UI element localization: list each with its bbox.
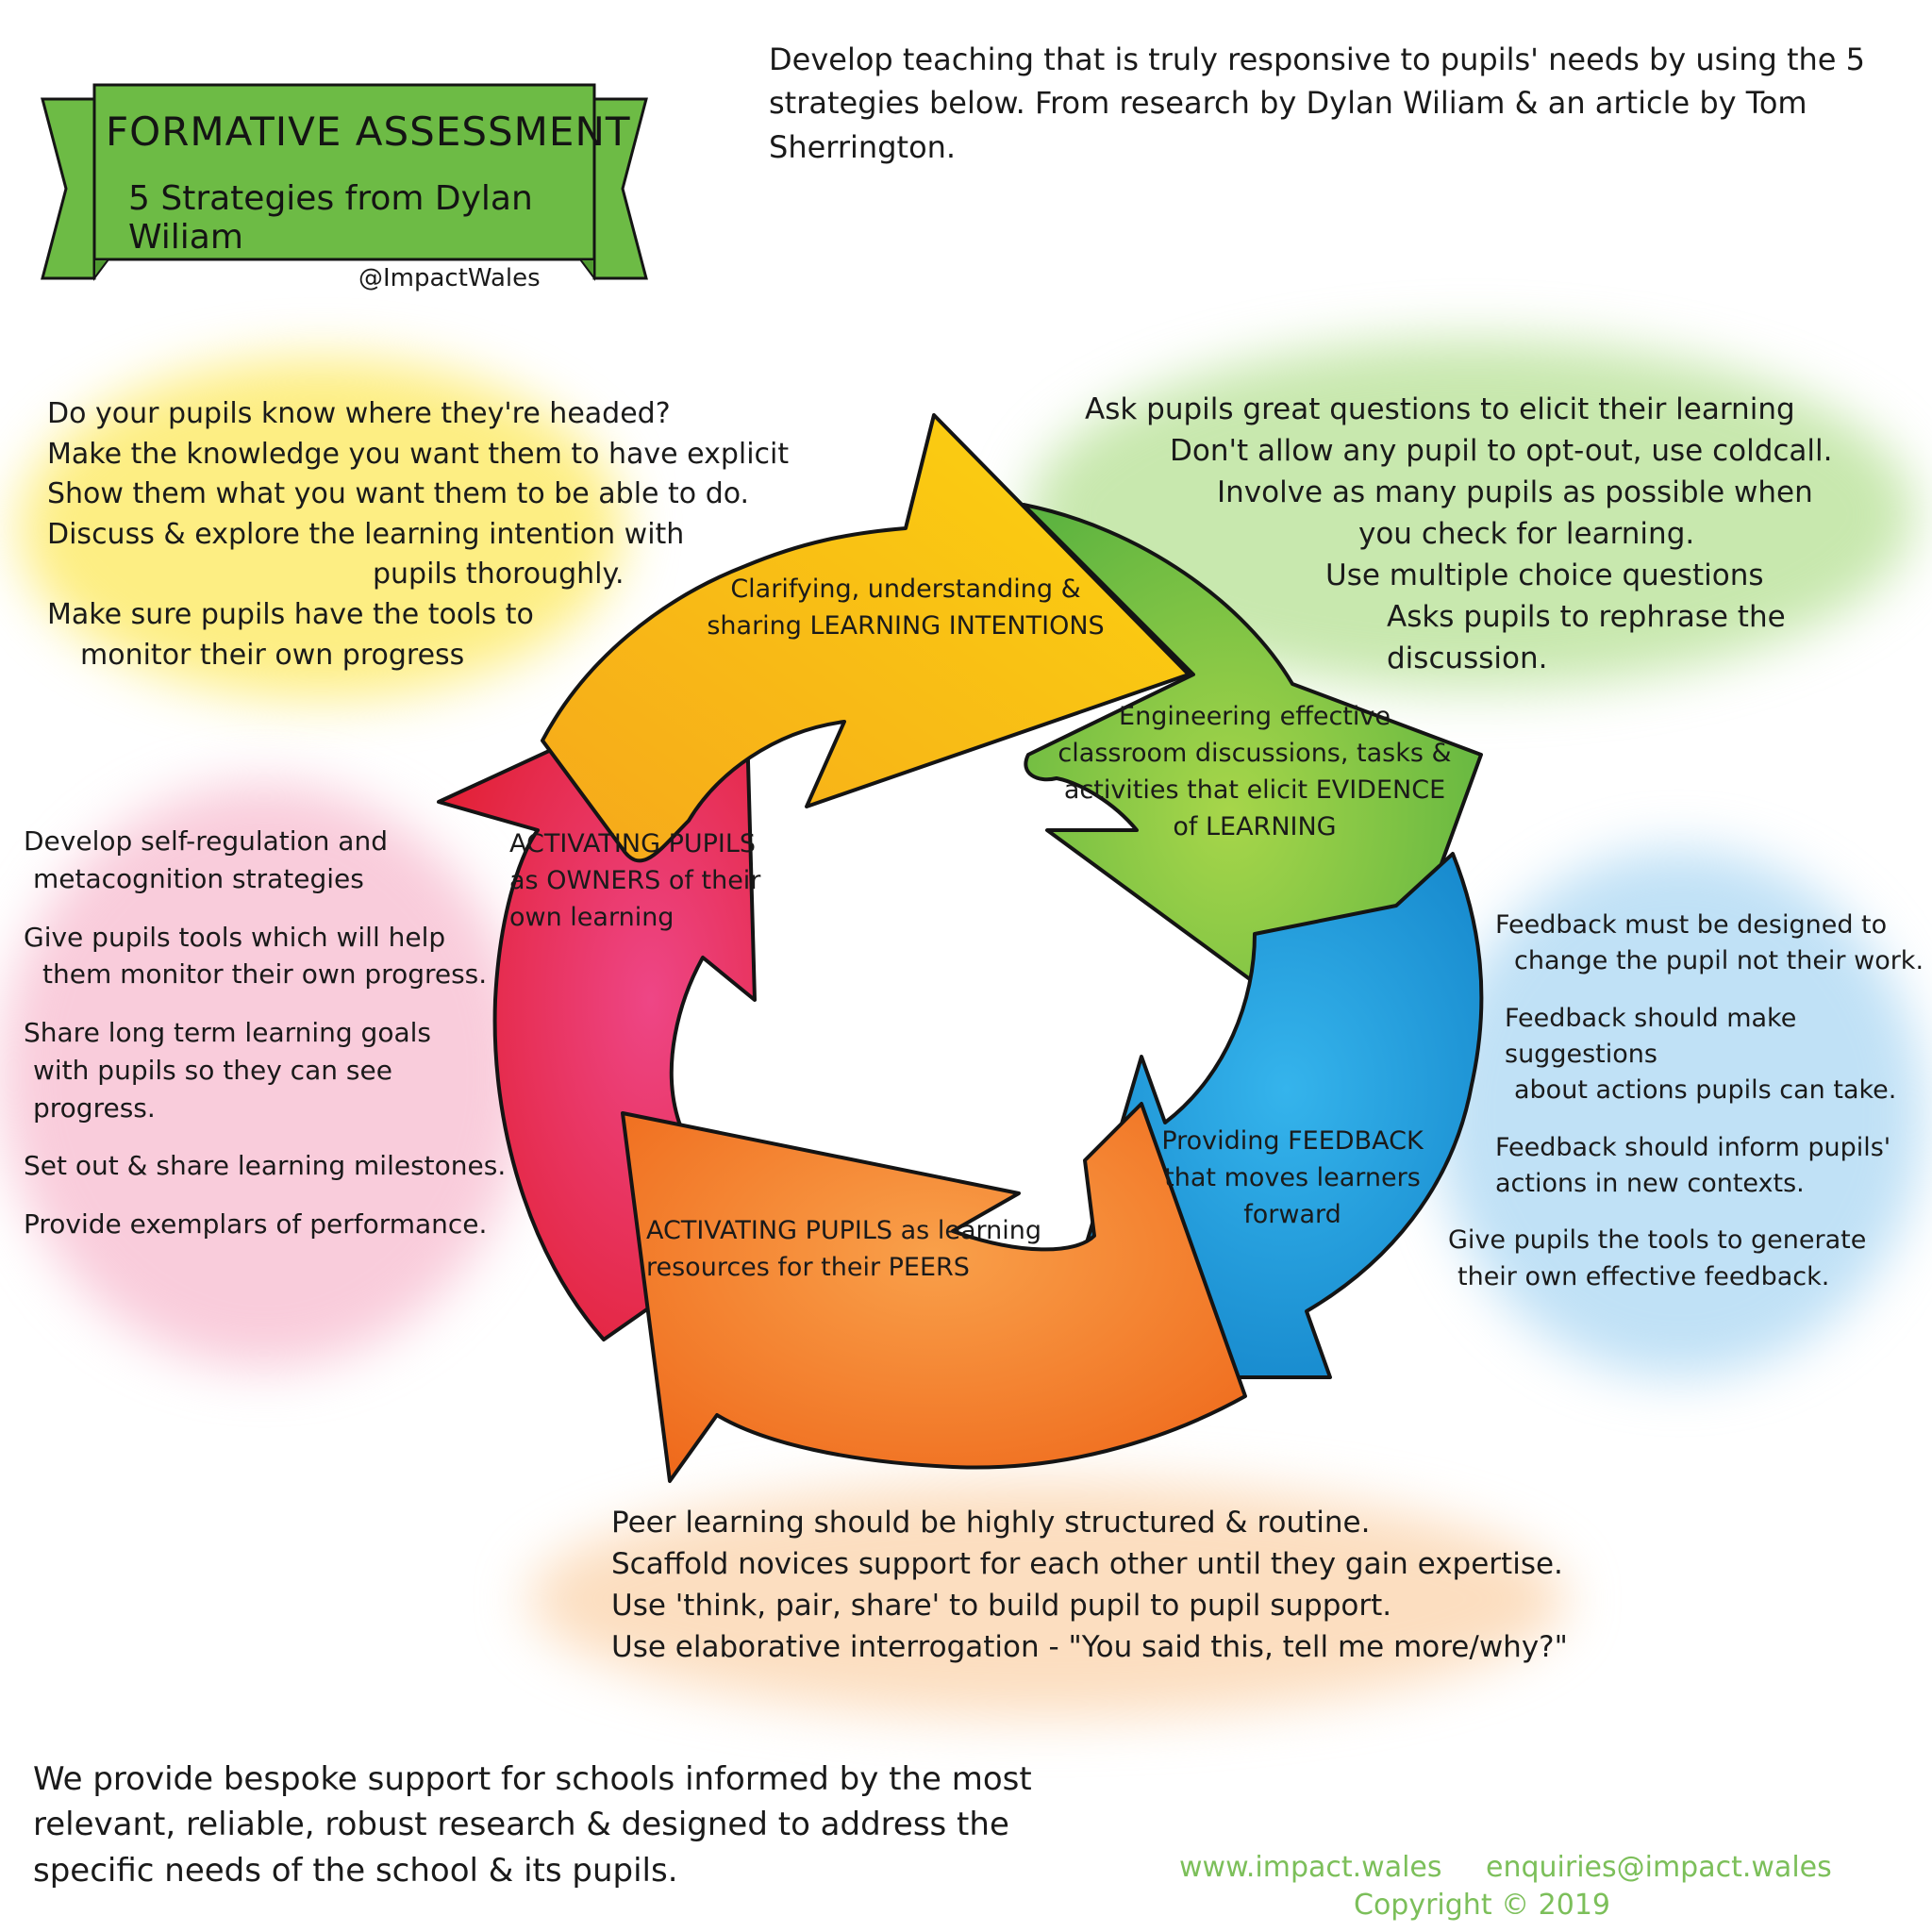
note-line: with pupils so they can see progress.: [33, 1054, 392, 1124]
banner-subtitle: 5 Strategies from Dylan Wiliam: [128, 179, 533, 257]
note-line: Feedback should make suggestions: [1505, 1003, 1797, 1069]
note-line: about actions pupils can take.: [1514, 1075, 1897, 1106]
note-line: Asks pupils to rephrase the discussion.: [1387, 600, 1786, 676]
note-line: metacognition strategies: [33, 862, 364, 894]
email-link[interactable]: enquiries@impact.wales: [1486, 1851, 1832, 1884]
note-line: Feedback should inform pupils': [1495, 1132, 1891, 1162]
note-line: Make sure pupils have the tools to: [47, 597, 534, 631]
feedback-label: Providing FEEDBACK that moves learners f…: [1161, 1126, 1424, 1230]
note-line: Show them what you want them to be able …: [47, 477, 750, 511]
note-line: actions in new contexts.: [1495, 1168, 1805, 1198]
note-line: Feedback must be designed to: [1495, 910, 1888, 940]
note-line: Provide exemplars of performance.: [24, 1208, 488, 1240]
blue-note: Feedback must be designed to change the …: [1448, 908, 1924, 1295]
note-line: Peer learning should be highly structure…: [611, 1506, 1371, 1540]
note-line: monitor their own progress: [80, 638, 465, 672]
pink-note: Develop self-regulation and metacognitio…: [24, 823, 514, 1243]
intro-line: Sherrington.: [769, 128, 957, 165]
note-line: them monitor their own progress.: [42, 958, 488, 991]
intro-line: strategies below. From research by Dylan…: [769, 85, 1807, 122]
note-line: Ask pupils great questions to elicit the…: [1085, 392, 1795, 426]
peers-label: ACTIVATING PUPILS as learning resources …: [646, 1216, 1041, 1283]
owners-label: ACTIVATING PUPILS as OWNERS of their own…: [509, 829, 761, 933]
engineering-label: Engineering effective classroom discussi…: [1058, 702, 1452, 842]
peers-arrow: [621, 1102, 1247, 1483]
note-line: change the pupil not their work.: [1514, 946, 1924, 976]
footer-line: We provide bespoke support for schools i…: [33, 1760, 1032, 1798]
note-line: pupils thoroughly.: [373, 558, 625, 591]
orange-note: Peer learning should be highly structure…: [611, 1502, 1611, 1668]
note-line: Set out & share learning milestones.: [24, 1150, 507, 1182]
note-line: Develop self-regulation and: [24, 825, 388, 857]
note-line: Discuss & explore the learning intention…: [47, 517, 685, 551]
footer-text: We provide bespoke support for schools i…: [33, 1757, 1052, 1893]
green-note: Ask pupils great questions to elicit the…: [1085, 389, 1915, 679]
pink-wash: [0, 783, 528, 1368]
intro-text: Develop teaching that is truly responsiv…: [769, 38, 1920, 169]
note-line: their own effective feedback.: [1457, 1261, 1830, 1291]
title-banner: FORMATIVE ASSESSMENT 5 Strategies from D…: [38, 80, 651, 283]
clarifying-label: Clarifying, understanding & sharing LEAR…: [707, 575, 1105, 641]
website-link[interactable]: www.impact.wales: [1179, 1851, 1442, 1884]
note-line: Share long term learning goals: [24, 1017, 431, 1048]
clarifying-arrow: [541, 413, 1191, 863]
note-line: Use multiple choice questions: [1325, 558, 1764, 593]
yellow-note: Do your pupils know where they're headed…: [47, 394, 840, 675]
note-line: Scaffold novices support for each other …: [611, 1547, 1563, 1582]
footer-line: specific needs of the school & its pupil…: [33, 1851, 678, 1890]
note-line: Don't allow any pupil to opt-out, use co…: [1170, 434, 1833, 469]
note-line: Do your pupils know where they're headed…: [47, 397, 671, 430]
blue-wash: [1434, 849, 1924, 1377]
footer-line: relevant, reliable, robust research & de…: [33, 1806, 1009, 1844]
note-line: Use elaborative interrogation - "You sai…: [611, 1630, 1568, 1665]
intro-line: Develop teaching that is truly responsiv…: [769, 42, 1866, 77]
twitter-handle: @ImpactWales: [358, 264, 541, 292]
note-line: Give pupils the tools to generate: [1448, 1225, 1867, 1256]
ribbon-shape: [41, 83, 648, 281]
note-line: Use 'think, pair, share' to build pupil …: [611, 1589, 1392, 1624]
copyright: Copyright © 2019: [1354, 1889, 1611, 1922]
note-line: Give pupils tools which will help: [24, 921, 446, 953]
yellow-wash: [19, 358, 623, 698]
orange-wash: [528, 1481, 1566, 1717]
note-line: you check for learning.: [1358, 517, 1695, 552]
note-line: Involve as many pupils as possible when: [1217, 475, 1813, 510]
note-line: Make the knowledge you want them to have…: [47, 437, 790, 471]
banner-title: FORMATIVE ASSESSMENT: [106, 108, 631, 155]
